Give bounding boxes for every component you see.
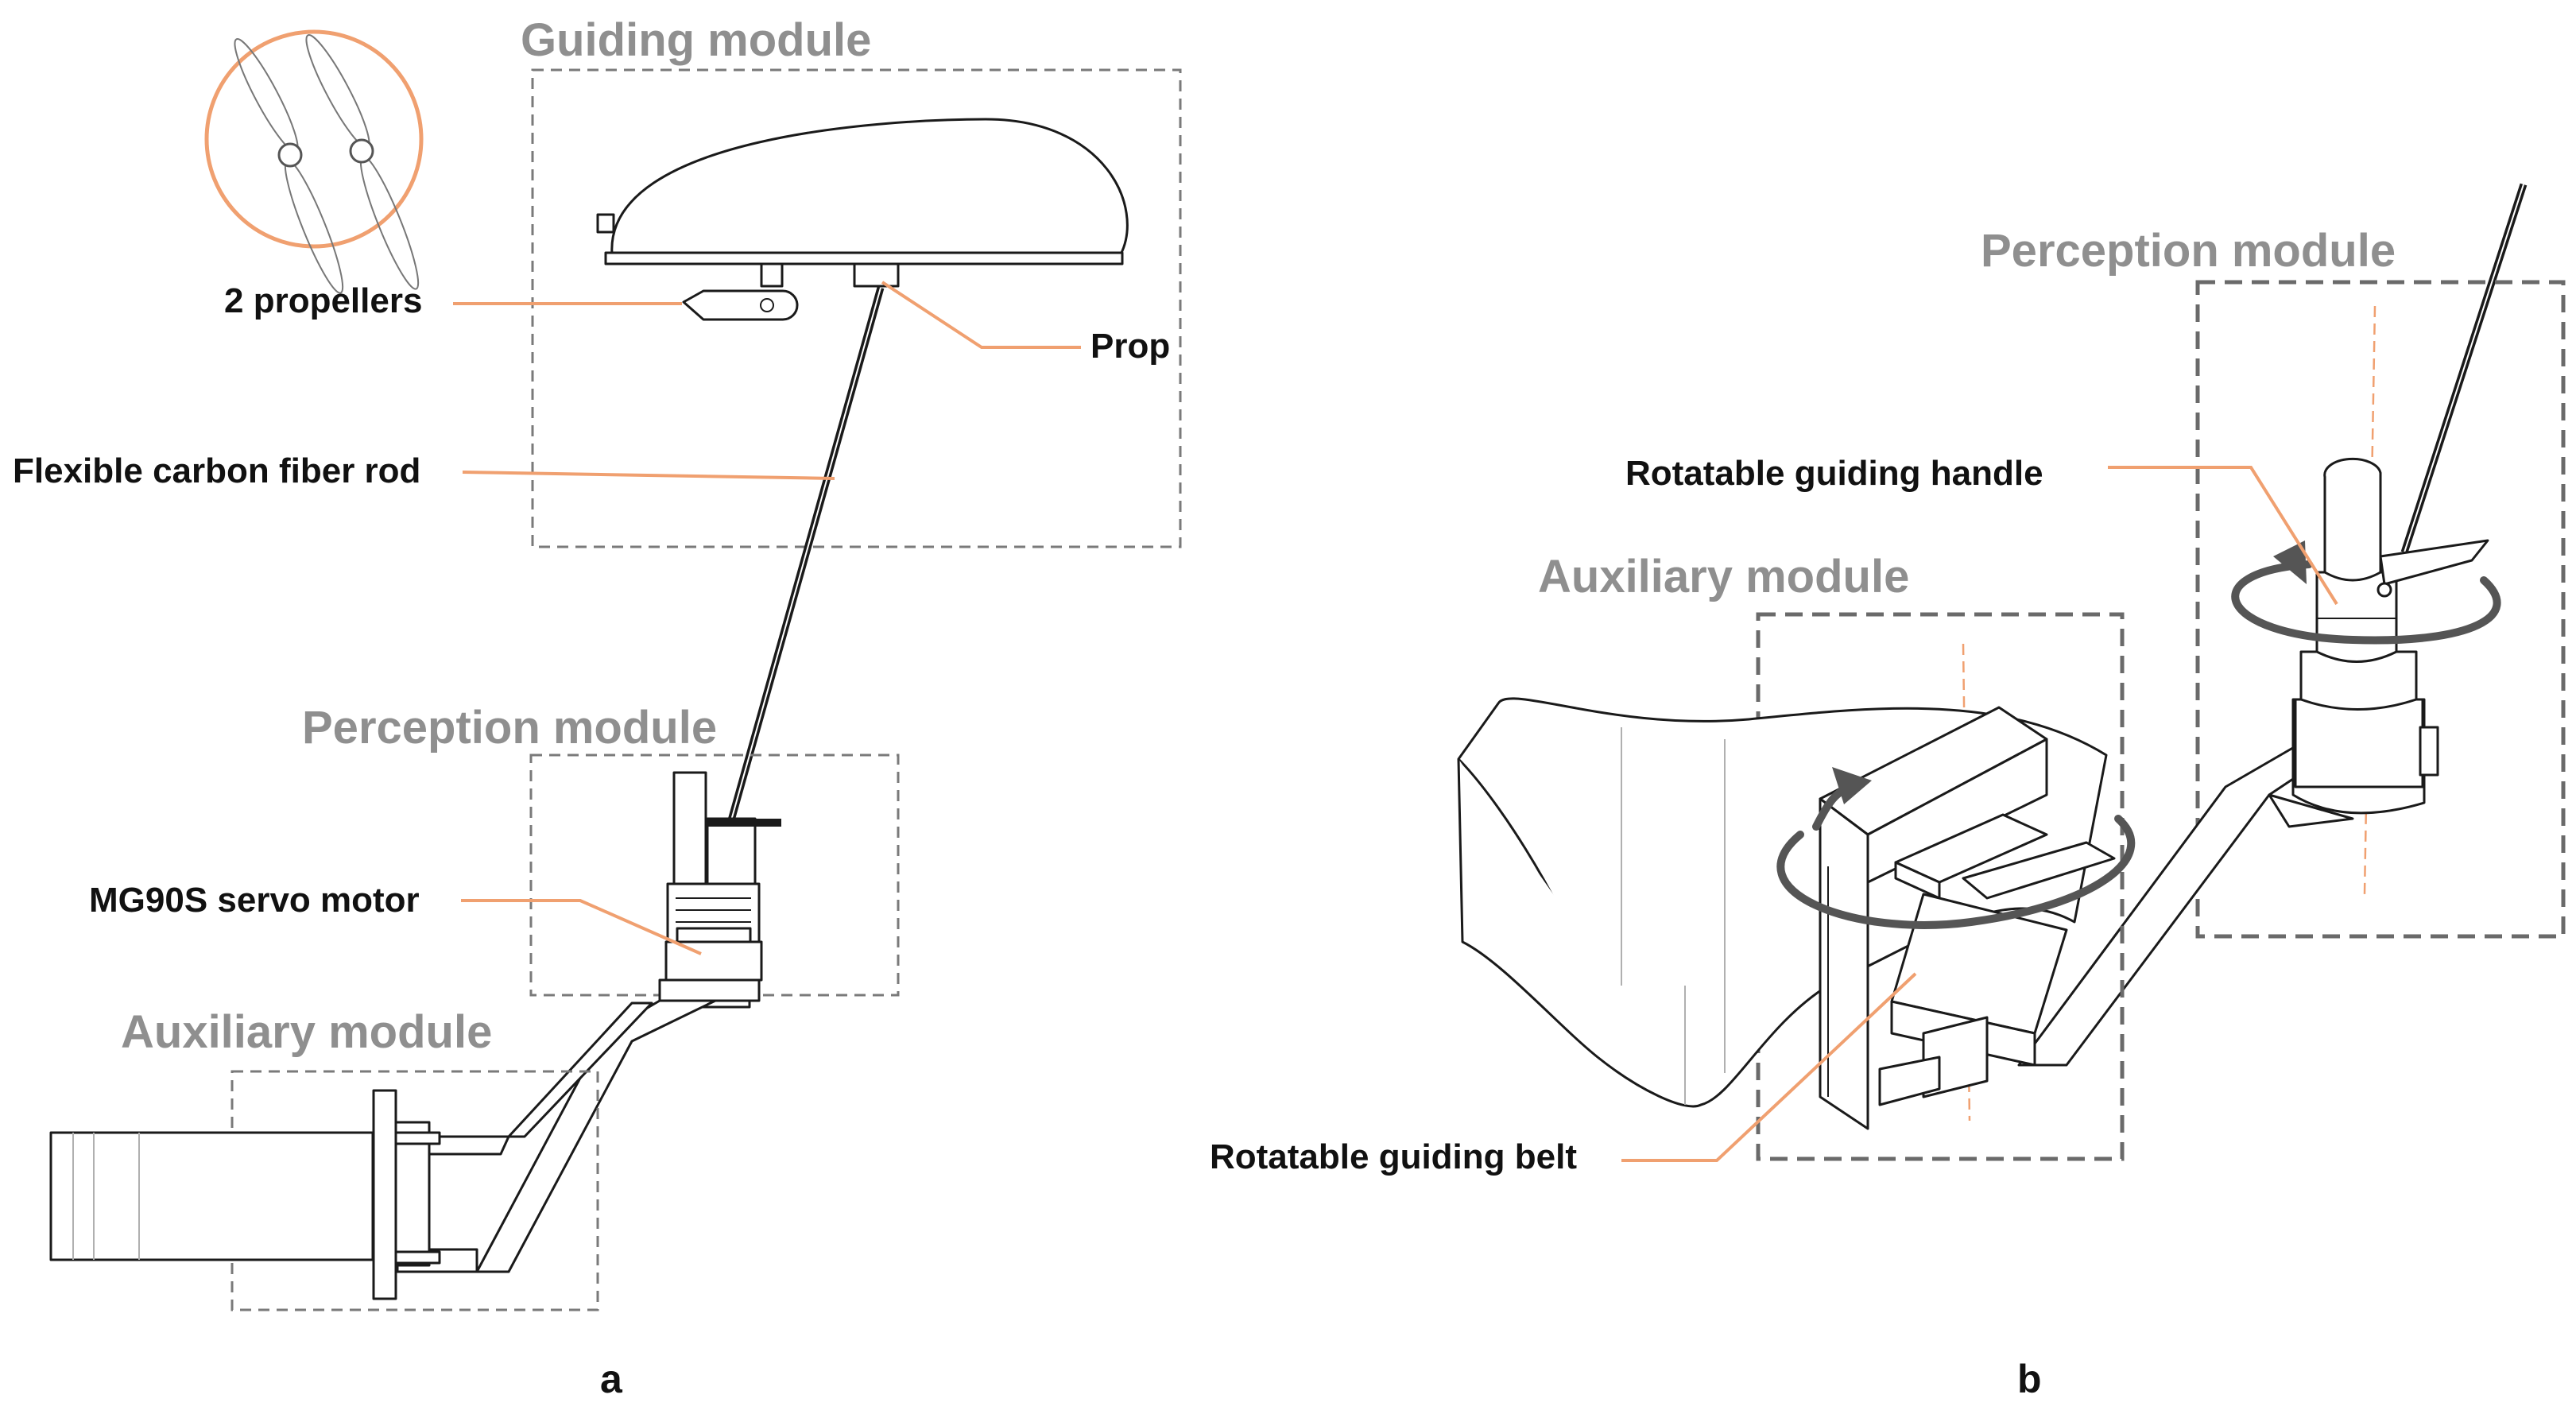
servo-label: MG90S servo motor — [89, 881, 420, 920]
belt-clamp-b — [1819, 706, 2116, 1130]
rotation-arrow-icon — [2231, 540, 2501, 645]
propeller-icon — [234, 38, 344, 294]
guiding-dome — [596, 118, 1129, 288]
handle-label: Rotatable guiding handle — [1625, 454, 2043, 493]
auxiliary-module-title-b: Auxiliary module — [1538, 551, 1909, 602]
rod-leader — [462, 471, 835, 480]
propeller-icon — [305, 34, 420, 290]
carbon-fiber-rod — [727, 286, 885, 822]
panel-a-letter: a — [600, 1357, 623, 1401]
propeller-inset — [204, 29, 424, 294]
rotation-arrow-icon — [1776, 767, 2136, 929]
perception-module-box-b — [2195, 280, 2566, 939]
handle-leader — [2108, 466, 2338, 606]
panel-b: Perception module Rotatable guiding hand… — [1210, 183, 2566, 1401]
propellers-label: 2 propellers — [224, 281, 422, 320]
panel-a: Guiding module 2 propellers Prop Flexibl… — [13, 14, 1182, 1401]
guiding-module-box — [531, 68, 1182, 548]
belt-leader — [1621, 972, 1917, 1162]
prop-leader — [881, 281, 1081, 349]
belt-label: Rotatable guiding belt — [1210, 1137, 1577, 1176]
servo-leader — [461, 899, 702, 955]
auxiliary-module-title-a: Auxiliary module — [121, 1006, 492, 1058]
perception-module-title-b: Perception module — [1981, 225, 2396, 277]
guiding-module-title: Guiding module — [521, 14, 871, 66]
rod-label: Flexible carbon fiber rod — [13, 451, 420, 490]
panel-b-letter: b — [2017, 1357, 2042, 1401]
servo-housing — [658, 771, 781, 1009]
prop-label: Prop — [1090, 327, 1170, 366]
propeller-mount — [682, 289, 799, 321]
perception-module-title-a: Perception module — [302, 702, 717, 753]
belt-clamp-a — [49, 1089, 441, 1300]
